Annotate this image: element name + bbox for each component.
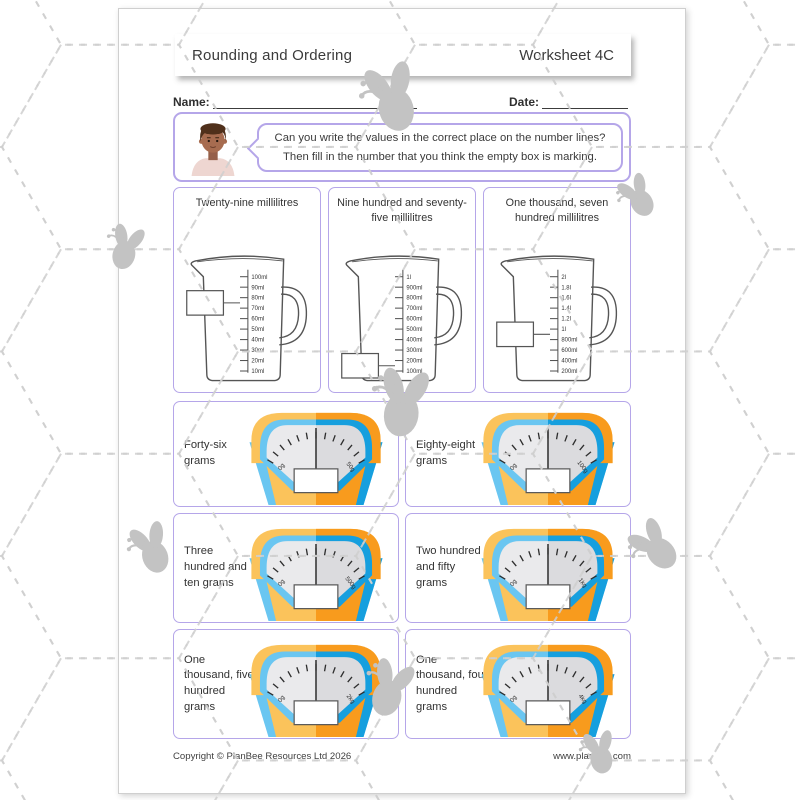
speech-bubble: Can you write the values in the correct … (246, 123, 623, 172)
empty-answer-box[interactable] (293, 584, 339, 610)
instruction-line-2: Then fill in the number that you think t… (283, 150, 597, 163)
jug-scale-label: 200ml (561, 369, 577, 375)
jug-scale-label: 20ml (251, 359, 264, 365)
empty-answer-box[interactable] (496, 321, 535, 348)
empty-answer-box[interactable] (525, 700, 571, 726)
jug-scale-label: 1.4l (561, 306, 571, 312)
header-band: Rounding and Ordering Worksheet 4C (175, 34, 631, 76)
avatar-icon (191, 123, 235, 176)
page-title: Rounding and Ordering (192, 46, 353, 64)
jug-scale-label: 80ml (251, 296, 264, 302)
jug-scale-label: 40ml (251, 338, 264, 344)
hexagon-pattern-line (708, 248, 800, 455)
jug-scale-label: 800ml (561, 338, 577, 344)
website-link[interactable]: www.planbee.com (553, 751, 631, 762)
hexagon-pattern-line (708, 452, 800, 660)
empty-answer-box[interactable] (293, 468, 339, 494)
date-input-line[interactable] (542, 96, 629, 109)
hexagon-pattern-line (0, 555, 63, 762)
jug-scale-label: 100ml (406, 369, 422, 375)
jug-scale-label: 900ml (406, 285, 422, 291)
jug-scale-label: 1.2l (561, 317, 571, 323)
student-avatar (185, 120, 241, 176)
name-date-row: Name: Date: (173, 95, 631, 113)
jug-scale-label: 90ml (251, 285, 264, 291)
jug-scale-label: 50ml (251, 327, 264, 333)
jug-scale-label: 500ml (406, 327, 422, 333)
jug-scale-label: 200ml (406, 359, 422, 365)
jug-scale-label: 800ml (406, 296, 422, 302)
empty-answer-box[interactable] (525, 468, 571, 494)
jug-scale-label: 10ml (251, 369, 264, 375)
hexagon-pattern-line (742, 0, 800, 46)
hexagon-pattern-line (708, 43, 800, 251)
jug-title: One thousand, seven hundred millilitres (505, 197, 609, 224)
jug-diagram: 1l 900ml 800ml 700ml 600ml 500ml 400ml 300ml 200… (341, 255, 463, 382)
jug-box-3: One thousand, seven hundred millilitres … (483, 187, 631, 393)
empty-answer-box[interactable] (186, 290, 225, 316)
jug-scale-label: 1.6l (561, 296, 571, 302)
copyright-text: Copyright © PlanBee Resources Ltd 2026 (173, 751, 352, 762)
jug-scale-label: 600ml (406, 317, 422, 323)
worksheet-page: Rounding and Ordering Worksheet 4C Name:… (118, 8, 686, 794)
speech-bubble-tail (246, 137, 269, 160)
hexagon-pattern-line (708, 657, 800, 800)
hexagon-pattern-line (0, 0, 63, 148)
instruction-line-1: Can you write the values in the correct … (274, 132, 606, 145)
jug-box-2: Nine hundred and seventy-five millilitre… (328, 187, 476, 393)
instruction-box: Can you write the values in the correct … (173, 112, 631, 182)
date-label: Date: (509, 95, 540, 109)
jug-title: Twenty-nine millilitres (195, 197, 299, 209)
jugs-section: Twenty-nine millilitres 100ml 90ml 80ml 70m… (173, 187, 631, 393)
jug-scale-label: 700ml (406, 306, 422, 312)
worksheet-code: Worksheet 4C (519, 46, 614, 64)
empty-answer-box[interactable] (293, 700, 339, 726)
jug-title: Nine hundred and seventy-five millilitre… (337, 197, 467, 224)
jug-scale-label: 1l (561, 327, 566, 333)
empty-answer-box[interactable] (525, 584, 571, 610)
jug-scale-label: 1.8l (561, 285, 571, 291)
hexagon-pattern-line (0, 350, 63, 557)
jug-scale-label: 60ml (251, 317, 264, 323)
jug-scale-label: 100ml (251, 275, 267, 281)
jug-diagram: 2l 1.8l 1.6l 1.4l 1.2l 1l 800ml 600ml 400ml 200ml (496, 255, 618, 382)
name-label: Name: (173, 95, 210, 109)
jug-scale-label: 600ml (561, 348, 577, 354)
jug-box-1: Twenty-nine millilitres 100ml 90ml 80ml 70m… (173, 187, 321, 393)
footer: Copyright © PlanBee Resources Ltd 2026 w… (173, 751, 631, 762)
jug-diagram: 100ml 90ml 80ml 70ml 60ml 50ml 40ml 30ml 20ml 10m… (186, 255, 308, 382)
jug-scale-label: 400ml (561, 359, 577, 365)
empty-answer-box[interactable] (341, 352, 380, 379)
jug-scale-label: 1l (406, 275, 411, 281)
jug-scale-label: 2l (561, 275, 566, 281)
hexagon-pattern-line (0, 759, 26, 800)
jug-scale-label: 70ml (251, 306, 264, 312)
jug-scale-label: 30ml (251, 348, 264, 354)
name-input-line[interactable] (213, 96, 418, 109)
jug-scale-label: 400ml (406, 338, 422, 344)
hexagon-pattern-line (0, 146, 63, 353)
jug-scale-label: 300ml (406, 348, 422, 354)
